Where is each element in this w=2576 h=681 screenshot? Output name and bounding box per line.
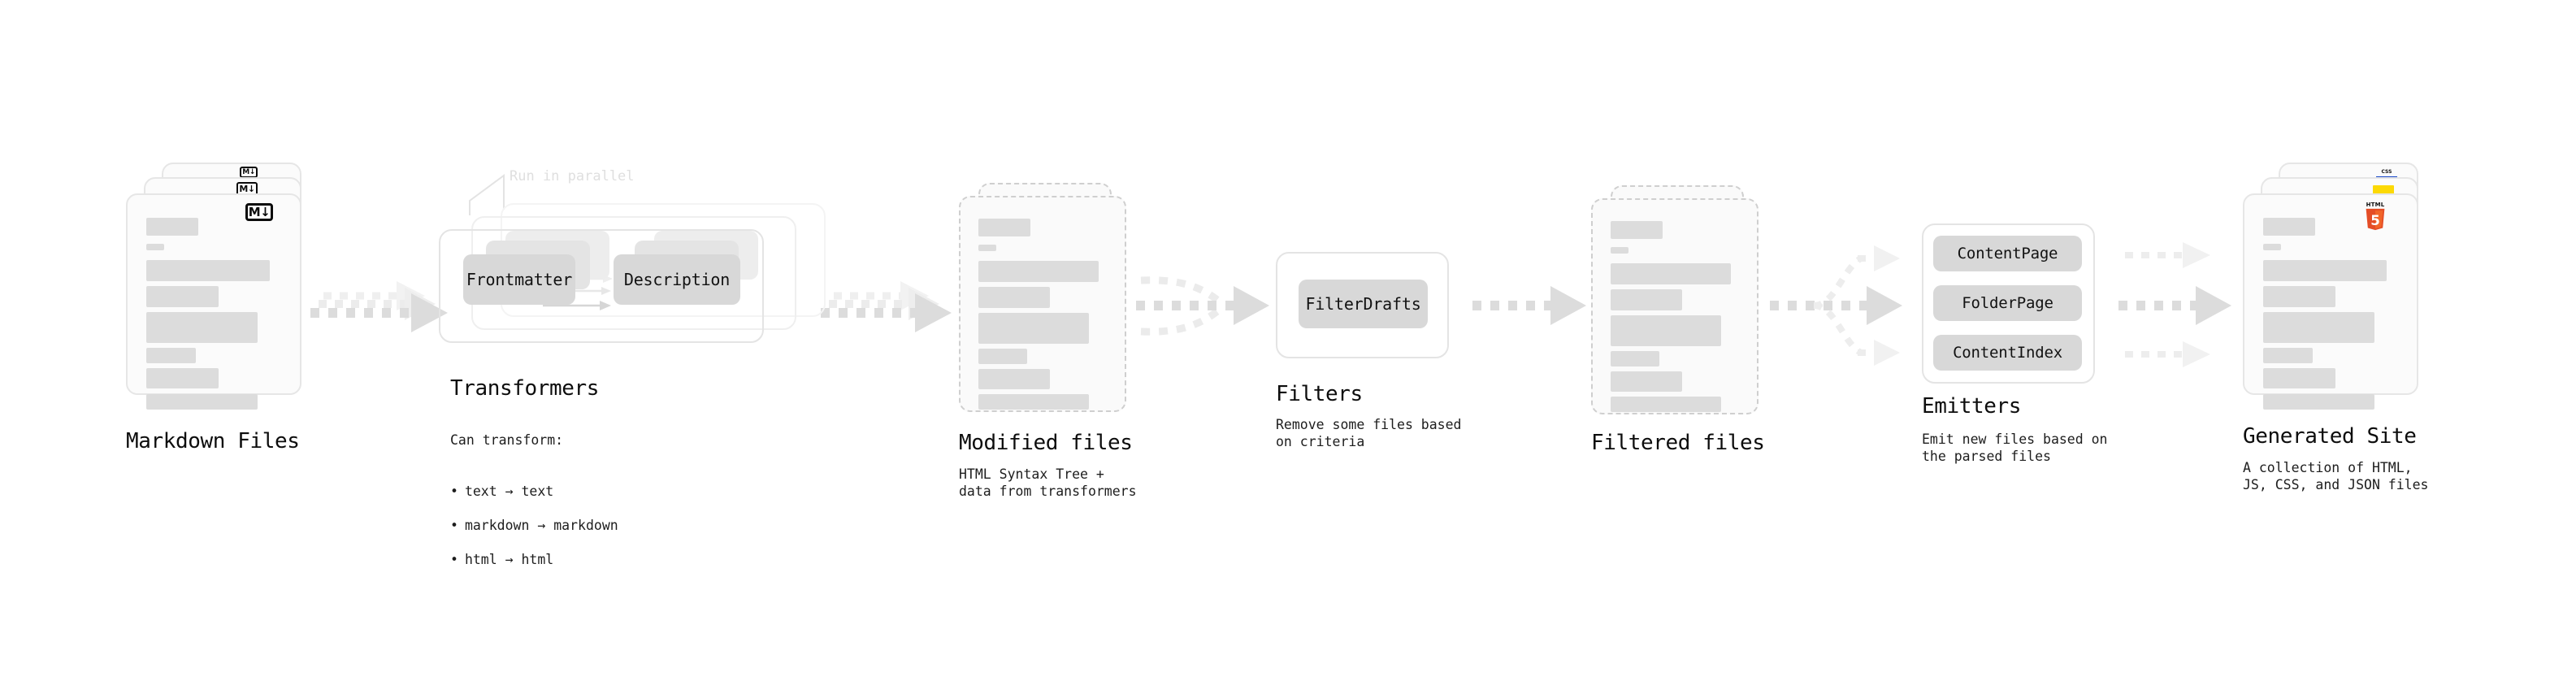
doc-skeleton-bar: [978, 313, 1089, 344]
doc-skeleton-bar: [2263, 394, 2374, 410]
run-in-parallel-label: Run in parallel: [510, 168, 635, 184]
doc-skeleton-bar: [146, 260, 270, 281]
connector-modified-to-filters: [1136, 276, 1269, 336]
transformers-caption: Can transform: text → text markdown → ma…: [450, 414, 618, 602]
markdown-badge-arrow-back2: ↓: [249, 167, 256, 176]
filters-caption: Remove some files based on criteria: [1276, 417, 1462, 449]
emitter-chip-contentindex[interactable]: ContentIndex: [1933, 335, 2082, 371]
filtered-files-title: Filtered files: [1591, 431, 1765, 455]
doc-skeleton-bar: [1611, 263, 1731, 284]
transformer-chip-description[interactable]: Description: [614, 254, 740, 305]
doc-skeleton-bar: [2263, 244, 2281, 250]
transformers-bullet-text: text → text: [450, 483, 618, 500]
filters-group: [1276, 252, 1449, 358]
markdown-sheet-front: [126, 193, 301, 410]
doc-skeleton-bar: [978, 219, 1030, 236]
doc-skeleton-bar: [146, 218, 198, 236]
markdown-icon: M↓: [245, 203, 273, 221]
doc-skeleton-bar: [2263, 348, 2313, 363]
modified-files-caption: HTML Syntax Tree + data from transformer…: [959, 466, 1137, 499]
markdown-icon-back-2: M↓: [240, 167, 258, 178]
filters-title: Filters: [1276, 382, 1363, 406]
emitter-chip-contentpage[interactable]: ContentPage: [1933, 236, 2082, 271]
transformers-group-front: [439, 229, 764, 343]
generated-site-title: Generated Site: [2243, 424, 2417, 449]
doc-skeleton-bar: [2263, 368, 2335, 388]
doc-skeleton-bar: [1611, 247, 1628, 254]
doc-skeleton-bar: [2263, 286, 2335, 307]
emitters-title: Emitters: [1922, 394, 2022, 419]
emitters-caption: Emit new files based on the parsed files: [1922, 432, 2108, 464]
doc-skeleton-bar: [146, 244, 164, 250]
connector-filters-to-filtered: [1472, 286, 1586, 325]
css-badge-label: CSS: [2381, 169, 2392, 175]
run-in-parallel-bracket: [469, 174, 505, 215]
markdown-badge-text-back2: M: [242, 167, 249, 176]
html5-badge-digit: 5: [2370, 213, 2380, 228]
html5-badge-label: HTML: [2366, 202, 2385, 208]
doc-skeleton-bar: [2263, 218, 2315, 236]
markdown-badge-text-back1: M: [239, 184, 248, 194]
doc-skeleton-bar: [146, 348, 196, 363]
transformers-bullet-html: html → html: [450, 551, 618, 568]
doc-skeleton-bar: [978, 245, 996, 251]
doc-skeleton-bar: [978, 349, 1027, 364]
connector-transformers-to-modified: [821, 281, 952, 332]
doc-skeleton-bar: [978, 369, 1050, 389]
filtered-sheet-front: [1591, 198, 1759, 414]
doc-skeleton-bar: [1611, 397, 1721, 412]
generated-site-caption: A collection of HTML, JS, CSS, and JSON …: [2243, 460, 2429, 492]
doc-skeleton-bar: [978, 261, 1099, 282]
transformers-caption-bullets: text → text markdown → markdown html → h…: [450, 466, 618, 585]
connector-filtered-to-emitters: [1770, 245, 1902, 366]
markdown-badge-arrow-back1: ↓: [247, 184, 255, 194]
doc-skeleton-bar: [978, 394, 1089, 410]
site-sheet-front: [2243, 193, 2418, 410]
html5-shield-shape: 5: [2366, 208, 2385, 231]
html5-icon: HTML 5: [2363, 202, 2387, 231]
doc-skeleton-bar: [978, 287, 1050, 308]
doc-skeleton-bar: [146, 368, 219, 388]
markdown-badge-text: M: [248, 204, 261, 219]
emitter-chip-folderpage[interactable]: FolderPage: [1933, 285, 2082, 321]
doc-skeleton-bar: [1611, 351, 1659, 367]
connector-emitters-to-site: [2118, 242, 2231, 367]
transformers-caption-heading: Can transform:: [450, 432, 564, 448]
doc-skeleton-bar: [1611, 315, 1721, 346]
transformers-bullet-markdown: markdown → markdown: [450, 517, 618, 534]
doc-skeleton-bar: [1611, 221, 1663, 239]
doc-skeleton-bar: [146, 312, 258, 343]
transformer-chip-frontmatter[interactable]: Frontmatter: [463, 254, 575, 305]
markdown-badge-arrow: ↓: [260, 204, 271, 219]
doc-skeleton-bar: [146, 286, 219, 307]
filter-chip-filterdrafts[interactable]: FilterDrafts: [1299, 280, 1428, 328]
emitters-group: [1922, 223, 2095, 384]
markdown-files-title: Markdown Files: [126, 429, 300, 453]
transformers-title: Transformers: [450, 376, 600, 401]
modified-files-title: Modified files: [959, 431, 1133, 455]
doc-skeleton-bar: [146, 394, 258, 410]
doc-skeleton-bar: [2263, 260, 2387, 281]
doc-skeleton-bar: [1611, 371, 1682, 392]
connector-markdown-to-transformers: [310, 281, 448, 332]
modified-sheet-front: [959, 196, 1126, 412]
doc-skeleton-bar: [1611, 289, 1682, 310]
doc-skeleton-bar: [2263, 312, 2374, 343]
